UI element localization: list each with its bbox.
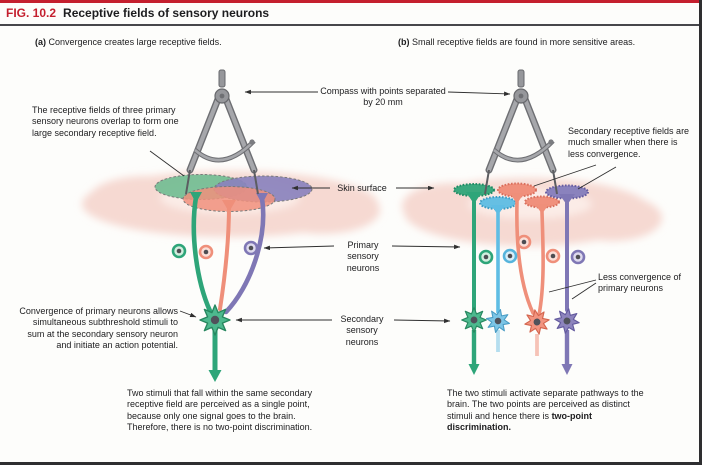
caption-b: The two stimuli activate separate pathwa…: [447, 388, 644, 432]
axon-arrowhead-purple-b: [561, 364, 573, 375]
axon-arrowhead-green-b: [468, 364, 480, 375]
compass-icon-b: [485, 70, 557, 194]
figure-title-text: Receptive fields of sensory neurons: [63, 6, 270, 20]
title-divider: [0, 24, 699, 26]
label-primary-neurons: Primary sensory neurons: [346, 240, 380, 273]
note-less-convergence: Less convergence of primary neurons: [598, 272, 682, 294]
secondary-neuron-salmon-b: [522, 307, 552, 337]
primary-neurons-b: [466, 192, 575, 317]
soma-salmon1-b: [516, 234, 532, 250]
label-skin-surface: Skin surface: [337, 183, 387, 193]
caption-b-bold: two-point discrimination.: [447, 410, 593, 432]
accent-rule: [0, 0, 699, 3]
note-overlap: The receptive fields of three primary se…: [32, 105, 179, 138]
panel-b-letter: (b): [398, 37, 410, 47]
secondary-neuron-green-b: [461, 307, 487, 333]
soma-green-b: [478, 249, 494, 265]
note-convergence: Convergence of primary neurons allows si…: [19, 306, 178, 350]
panel-a-heading: (a) Convergence creates large receptive …: [35, 37, 222, 47]
caption-a: Two stimuli that fall within the same se…: [127, 388, 313, 432]
figure-title: FIG. 10.2 Receptive fields of sensory neu…: [6, 6, 269, 20]
panel-b-heading: (b) Small receptive fields are found in …: [398, 37, 636, 47]
primary-neurons-a: [190, 192, 268, 315]
panel-a-letter: (a): [35, 37, 46, 47]
soma-blue-b: [502, 248, 518, 264]
figure-number: FIG. 10.2: [6, 6, 57, 20]
secondary-neuron-purple-b: [552, 306, 582, 336]
receptive-fields-a: [154, 174, 313, 212]
label-compass: Compass with points separated by 20 mm: [320, 86, 446, 108]
label-secondary-neurons: Secondary sensory neurons: [340, 314, 384, 347]
note-small-fields: Secondary receptive fields are much smal…: [568, 126, 690, 159]
soma-purple-b: [570, 249, 586, 265]
leader-lines: [149, 89, 617, 324]
soma-green-a: [171, 243, 187, 259]
axon-arrowhead-a: [208, 370, 222, 382]
soma-salmon-a: [198, 244, 214, 260]
soma-purple-a: [243, 240, 259, 256]
soma-salmon2-b: [545, 248, 561, 264]
secondary-neuron-a: [199, 304, 231, 336]
